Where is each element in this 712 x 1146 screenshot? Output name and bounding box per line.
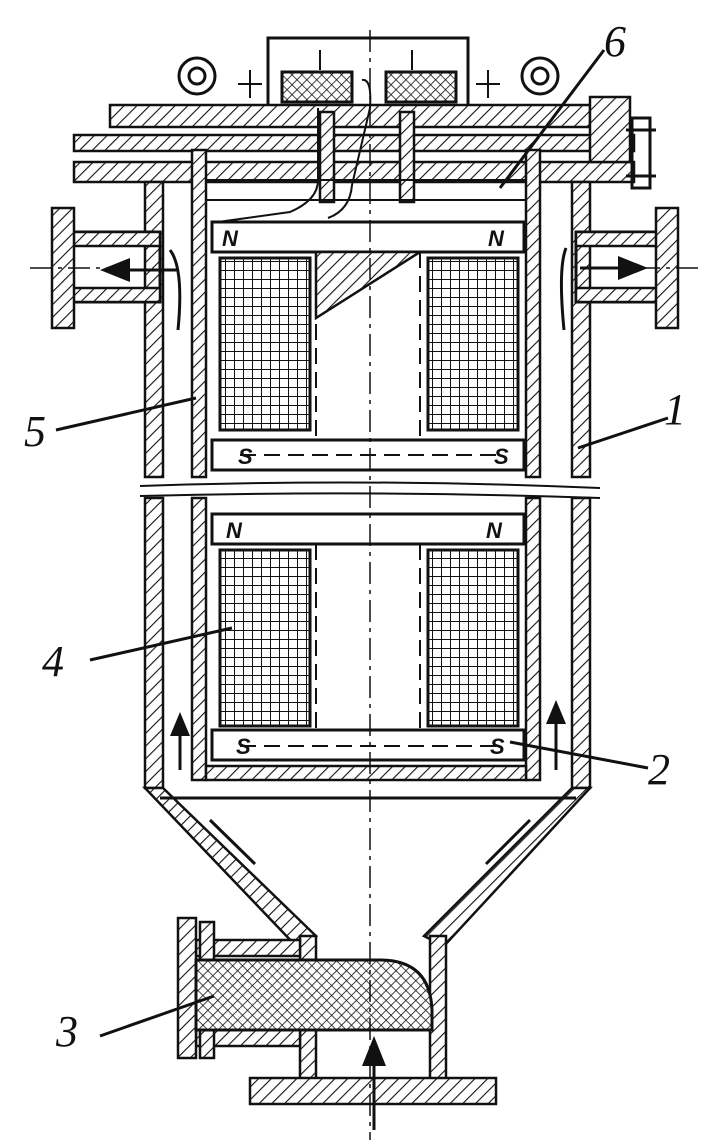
callout-label-2: 2: [648, 745, 670, 794]
outer-shell-lower: [143, 496, 592, 790]
pole-s-lower-right: S: [490, 734, 505, 759]
callout-label-6: 6: [604, 17, 626, 66]
outer-shell-upper: [143, 148, 592, 479]
pole-n-upper-left: N: [222, 226, 239, 251]
callout-3: 3: [55, 994, 215, 1056]
coil-upper-right: [426, 256, 520, 432]
coil-lower-left: [218, 548, 312, 728]
callout-5: 5: [24, 396, 197, 456]
callout-1: 1: [577, 385, 686, 450]
pole-s-upper-left: S: [238, 444, 253, 469]
pole-n-lower-left: N: [226, 518, 243, 543]
bottom-cone: [142, 786, 593, 948]
callout-6: 6: [498, 17, 626, 189]
upper-magnet-block: N N S S: [210, 220, 526, 472]
callout-label-1: 1: [664, 385, 686, 434]
core-upper: [314, 250, 425, 321]
top-cover: [72, 36, 656, 223]
callout-label-3: 3: [55, 1007, 78, 1056]
outlet-pipe-right: [559, 206, 700, 331]
inlet-pipe: [176, 916, 498, 1130]
callout-label-4: 4: [42, 637, 64, 686]
lower-magnet-block: N N S S: [210, 512, 526, 762]
pole-s-upper-right: S: [494, 444, 509, 469]
inlet-filter: [194, 958, 434, 1032]
callout-label-5: 5: [24, 407, 46, 456]
pole-n-upper-right: N: [488, 226, 505, 251]
outlet-pipe-left: [30, 206, 182, 331]
callout-2: 2: [509, 740, 670, 794]
callout-4: 4: [42, 626, 233, 686]
coil-upper-left: [218, 256, 312, 432]
coil-lower-right: [426, 548, 520, 728]
pole-n-lower-right: N: [486, 518, 503, 543]
